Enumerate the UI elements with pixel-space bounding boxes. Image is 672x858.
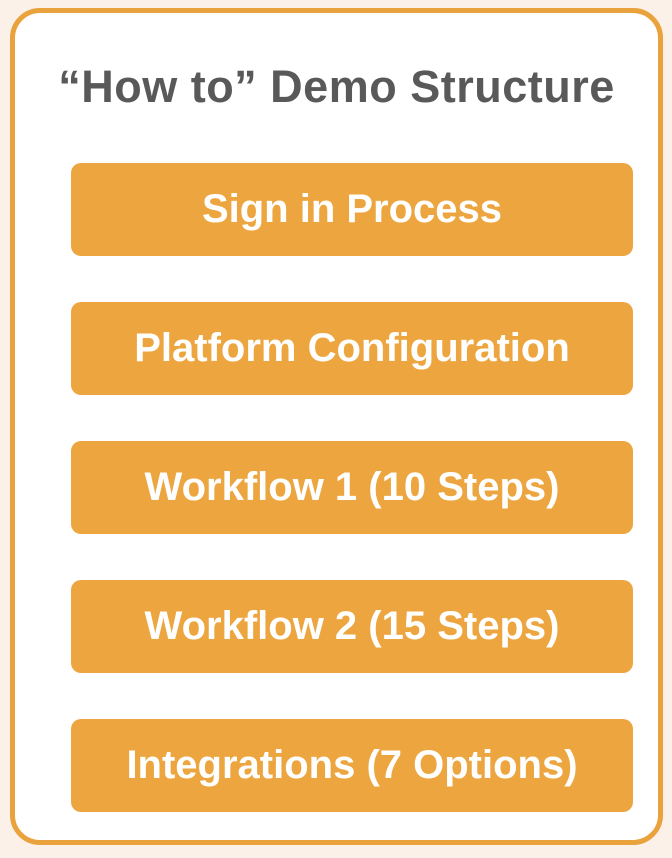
node-workflow-1[interactable]: Workflow 1 (10 Steps) xyxy=(71,441,633,534)
node-sign-in-process[interactable]: Sign in Process xyxy=(71,163,633,256)
node-platform-configuration[interactable]: Platform Configuration xyxy=(71,302,633,395)
node-workflow-2[interactable]: Workflow 2 (15 Steps) xyxy=(71,580,633,673)
page-title: “How to” Demo Structure xyxy=(58,61,615,112)
node-integrations[interactable]: Integrations (7 Options) xyxy=(71,719,633,812)
demo-structure-card: “How to” Demo Structure Sign in Process … xyxy=(10,8,663,845)
